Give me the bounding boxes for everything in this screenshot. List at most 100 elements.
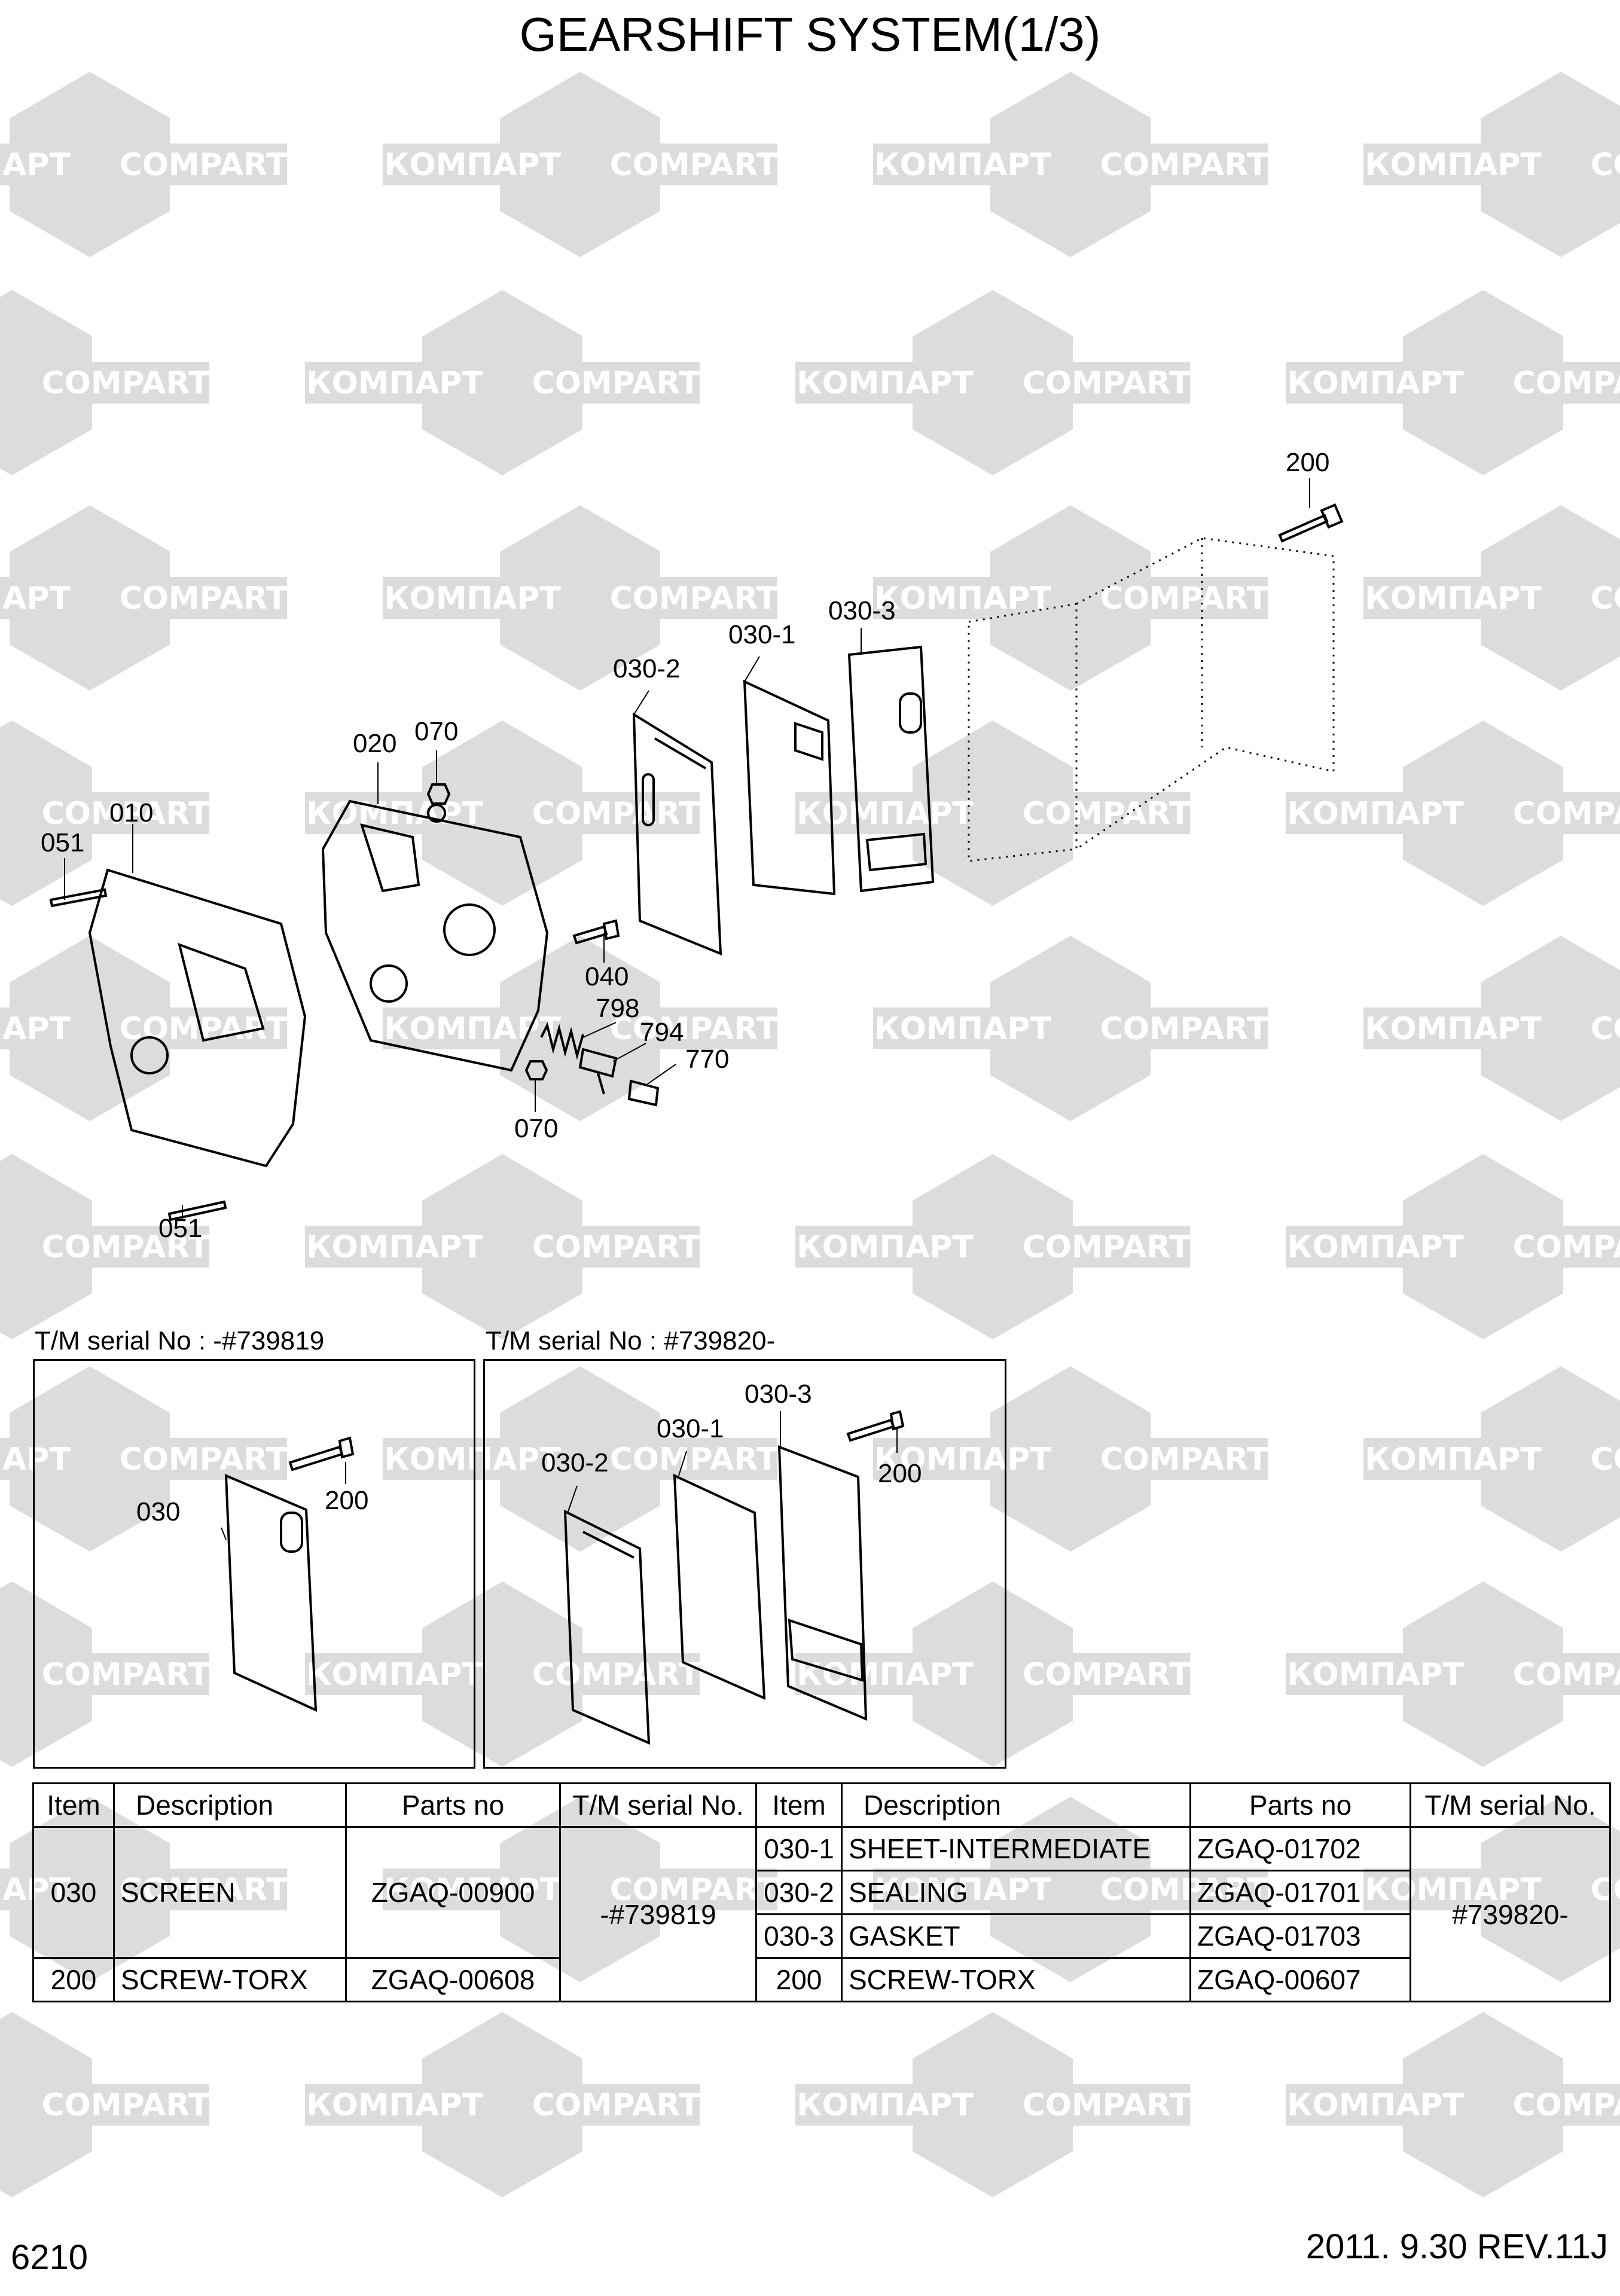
watermark-text-cyrillic: КОМПАРТ (0, 1442, 71, 1477)
watermark-bar (795, 1226, 1190, 1268)
inset-left-plate-030 (224, 1473, 318, 1712)
header-item-left: Item (32, 1782, 115, 1828)
callout-070-bottom: 070 (514, 1114, 559, 1143)
watermark-text-cyrillic: КОМПАРТ (306, 1657, 483, 1693)
watermark-text-latin: COMPART (42, 1229, 210, 1265)
watermark-text-cyrillic: КОМПАРТ (1365, 581, 1542, 616)
watermark-text-cyrillic: КОМПАРТ (0, 581, 71, 616)
watermark-text-latin: COMPART (1591, 147, 1620, 183)
plate-030-1 (743, 679, 836, 896)
watermark-text-cyrillic: КОМПАРТ (384, 1011, 561, 1047)
right-row-0-parts-no: ZGAQ-01702 (1189, 1826, 1411, 1871)
right-row-1-item: 030-2 (755, 1870, 843, 1915)
watermark-text-cyrillic: КОМПАРТ (0, 147, 71, 183)
watermark-text-cyrillic: КОМПАРТ (1287, 2087, 1464, 2123)
watermark-bar (0, 362, 209, 404)
watermark-bar (1286, 1226, 1620, 1268)
watermark-text-cyrillic: КОМПАРТ (874, 147, 1051, 183)
watermark-bar (305, 1226, 700, 1268)
watermark-text-cyrillic: КОМПАРТ (1287, 365, 1464, 401)
watermark-bar (0, 1653, 209, 1695)
bolt-200-main (1278, 503, 1344, 543)
right-row-0-item: 030-1 (755, 1826, 843, 1871)
right-row-3-parts-no: ZGAQ-00607 (1189, 1957, 1411, 2002)
stud-051-top (49, 888, 108, 908)
parts-table: Item Description Parts no T/M serial No.… (32, 1782, 1611, 2002)
inset-left-callout-200: 200 (325, 1486, 369, 1515)
table-row: 030-3 GASKET ZGAQ-01703 (33, 1913, 1610, 1959)
callout-770: 770 (685, 1045, 730, 1074)
watermark-text-latin: COMPART (1513, 796, 1620, 832)
right-row-3-description: SCREW-TORX (841, 1957, 1191, 2002)
watermark-text-latin: COMPART (610, 1442, 778, 1477)
date-revision: 2011. 9.30 REV.11J (1305, 2227, 1608, 2266)
inset-right-plate-030-2 (563, 1509, 651, 1745)
left-serial-range: -#739819 (559, 1826, 757, 2002)
inset-leader-lines (221, 1411, 898, 1540)
watermark-text-latin: COMPART (1100, 147, 1268, 183)
inset-right-bolt-200 (846, 1410, 905, 1442)
watermark-text-cyrillic: КОМПАРТ (874, 581, 1051, 616)
callout-070-top: 070 (414, 717, 459, 746)
watermark-bar (0, 577, 287, 619)
watermark-bar (383, 577, 777, 619)
watermark-text-cyrillic: КОМПАРТ (874, 1011, 1051, 1047)
watermark-text-latin: COMPART (42, 1657, 210, 1693)
watermark-bar (1363, 1438, 1620, 1480)
plate-030-2 (632, 712, 722, 956)
watermark-text-cyrillic: КОМПАРТ (0, 1011, 71, 1047)
nut-070-bottom (524, 1060, 548, 1080)
watermark-text-latin: COMPART (120, 581, 288, 616)
right-row-0-description: SHEET-INTERMEDIATE (841, 1826, 1191, 1871)
leader-lines (64, 478, 1310, 1220)
watermark-text-cyrillic: КОМПАРТ (1287, 1657, 1464, 1693)
watermark-bar (1286, 362, 1620, 404)
watermark-bar (305, 2084, 700, 2126)
left-row-0-item: 030 (32, 1826, 115, 1959)
inset-right-serial: T/M serial No : #739820- (486, 1326, 776, 1355)
nut-070-top (426, 783, 451, 805)
watermark-bar (873, 1438, 1268, 1480)
spring-798 (540, 1022, 584, 1060)
watermark-text-latin: COMPART (1513, 365, 1620, 401)
inset-right-callout-200: 200 (878, 1459, 922, 1488)
watermark-bar (383, 144, 777, 185)
watermark-bar (305, 362, 700, 404)
watermark-text-latin: COMPART (1023, 365, 1191, 401)
watermark-text-cyrillic: КОМПАРТ (306, 1229, 483, 1265)
watermark-text-cyrillic: КОМПАРТ (1287, 1229, 1464, 1265)
right-row-2-item: 030-3 (755, 1913, 843, 1959)
header-parts-no-right: Parts no (1189, 1782, 1411, 1828)
watermark-text-latin: COMPART (610, 147, 778, 183)
watermark-bar (1286, 1653, 1620, 1695)
watermark-text-cyrillic: КОМПАРТ (1365, 147, 1542, 183)
watermark-text-cyrillic: КОМПАРТ (797, 1229, 974, 1265)
inset-left-callout-030: 030 (136, 1497, 181, 1526)
valve-block-dotted (968, 537, 1335, 862)
watermark-text-latin: COMPART (1023, 1229, 1191, 1265)
plate-030-3 (847, 645, 935, 893)
watermark-text-cyrillic: КОМПАРТ (797, 796, 974, 832)
watermark-text-latin: COMPART (1023, 2087, 1191, 2123)
page-number: 6210 (11, 2238, 89, 2277)
table-row: 200 SCREW-TORX ZGAQ-00608 200 SCREW-TORX… (32, 1957, 1610, 2002)
right-row-1-parts-no: ZGAQ-01701 (1189, 1870, 1411, 1915)
table-header-row: Item Description Parts no T/M serial No.… (32, 1782, 1611, 1828)
plunger-794 (578, 1048, 618, 1095)
watermark-bar (1363, 577, 1620, 619)
header-description-right: Description (841, 1782, 1191, 1828)
housing-020 (321, 799, 549, 1072)
watermark-text-cyrillic: КОМПАРТ (874, 1442, 1051, 1477)
watermark-bar (1363, 144, 1620, 185)
plug-770 (627, 1079, 660, 1107)
right-row-2-description: GASKET (841, 1913, 1191, 1959)
stud-051-bottom (167, 1200, 227, 1222)
watermark-bar (1286, 2084, 1620, 2126)
watermark-bar (0, 792, 209, 834)
inset-left-serial: T/M serial No : -#739819 (35, 1326, 325, 1355)
watermark-bar (0, 1438, 287, 1480)
watermark-text-cyrillic: КОМПАРТ (1365, 1442, 1542, 1477)
watermark-text-cyrillic: КОМПАРТ (384, 581, 561, 616)
watermark-text-cyrillic: КОМПАРТ (306, 365, 483, 401)
